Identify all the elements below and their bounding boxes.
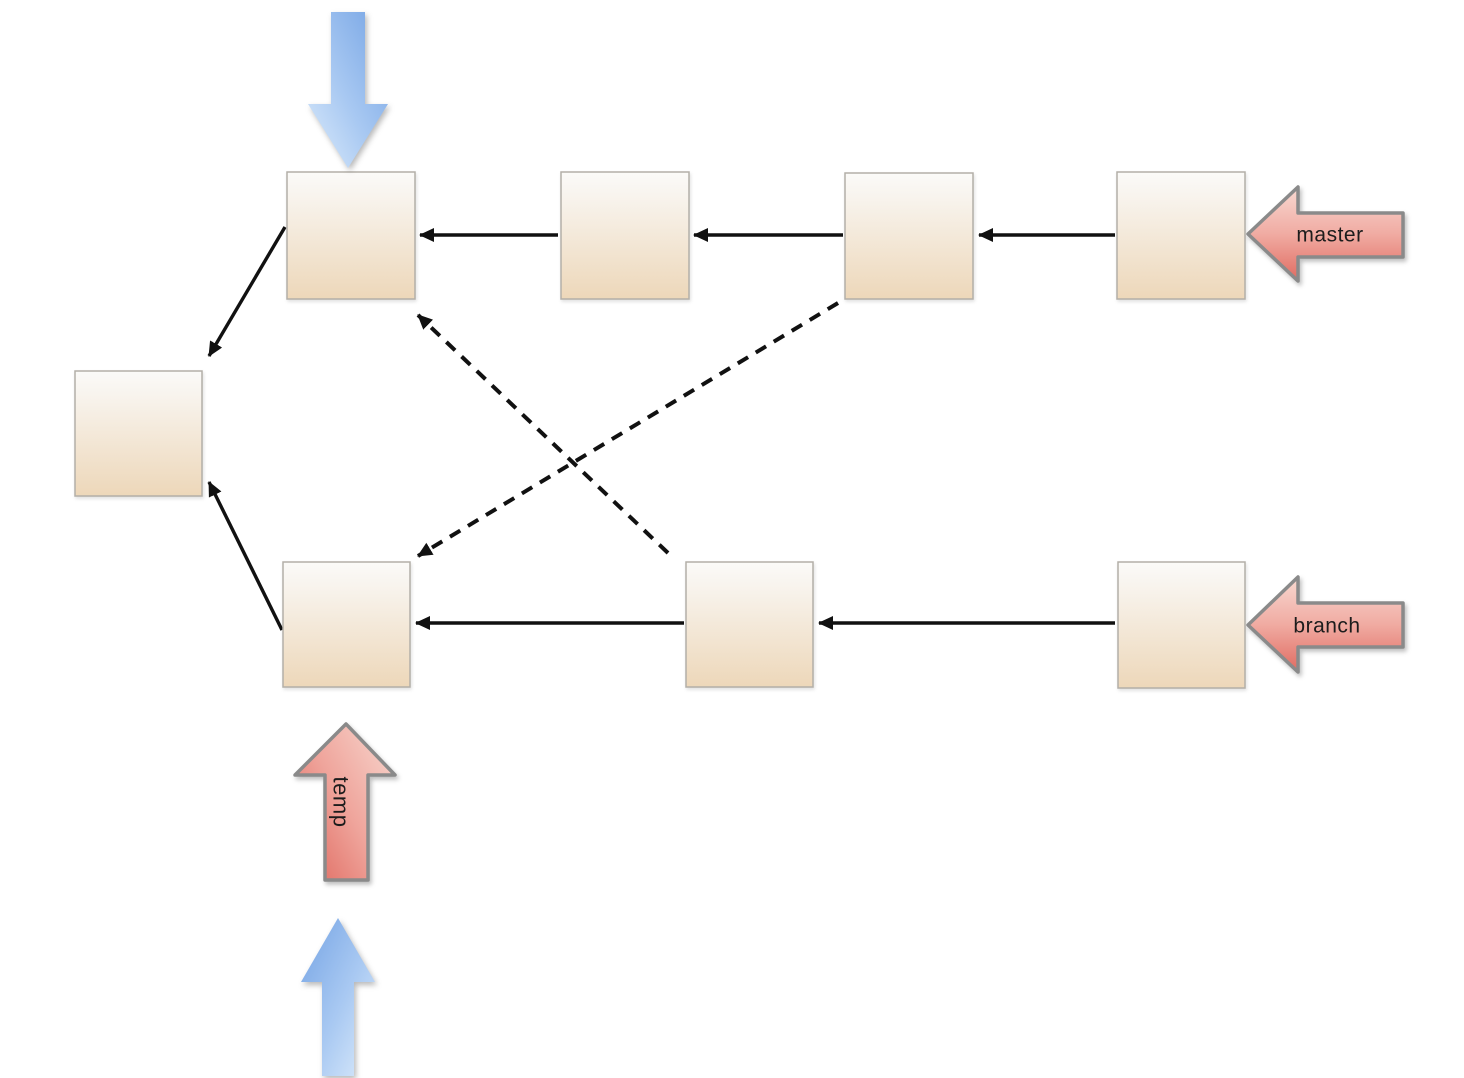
temp-ref-label: temp xyxy=(328,777,353,828)
dashed-edges-group xyxy=(416,301,840,558)
temp-ref-arrow xyxy=(293,722,397,882)
master-ref-arrow xyxy=(1246,185,1405,283)
master-ref-label: master xyxy=(1296,223,1363,246)
commit-node-base xyxy=(74,370,203,497)
blue-up-arrow-icon xyxy=(301,918,375,1076)
commit-nodes-group xyxy=(74,171,1246,689)
branch-ref-arrow xyxy=(1246,575,1405,674)
commit-node-b1 xyxy=(282,561,411,688)
edge-m1-to-base xyxy=(207,226,287,357)
commit-node-b2 xyxy=(685,561,814,688)
commit-node-m3 xyxy=(844,172,974,300)
ref-arrows-group: master branch temp xyxy=(293,185,1405,882)
commit-node-m4 xyxy=(1116,171,1246,300)
branch-ref-label: branch xyxy=(1293,614,1360,637)
commit-node-m1 xyxy=(286,171,416,300)
solid-edges-group xyxy=(207,226,1115,631)
dashed-edge-b2-to-m1 xyxy=(416,313,670,555)
commit-node-m2 xyxy=(560,171,690,300)
dashed-edge-m3-to-b1 xyxy=(416,301,840,558)
blue-down-arrow-icon xyxy=(308,12,388,168)
commit-node-b3 xyxy=(1117,561,1246,689)
edge-b1-to-base xyxy=(207,481,284,631)
